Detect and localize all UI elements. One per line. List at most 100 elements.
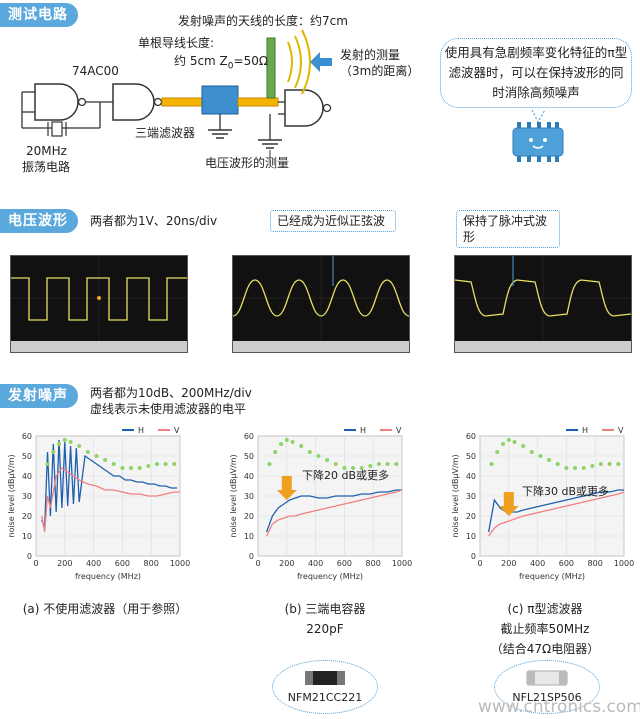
y-tick-label: 50 xyxy=(466,452,476,461)
crystal-icon xyxy=(51,121,63,137)
reference-point xyxy=(85,450,90,454)
antenna xyxy=(266,37,276,99)
three-terminal-filter xyxy=(201,85,239,115)
reference-point xyxy=(529,450,534,454)
x-axis-label: frequency (MHz) xyxy=(297,572,363,581)
callout-pulse: 保持了脉冲式波形 xyxy=(456,210,560,248)
caption-c-line3: （结合47Ω电阻器） xyxy=(490,642,600,656)
callout-sine: 已经成为近似正弦波 xyxy=(270,210,396,232)
y-axis-label: noise level (dBμV/m) xyxy=(451,454,460,537)
reference-point xyxy=(68,440,73,444)
radiation-label: 发射的测量 xyxy=(340,48,401,62)
reference-point xyxy=(342,466,347,470)
y-tick-label: 50 xyxy=(22,452,32,461)
series-line-V xyxy=(41,467,180,533)
y-tick-label: 10 xyxy=(244,532,254,541)
x-tick-label: 0 xyxy=(255,559,260,568)
y-tick-label: 60 xyxy=(466,432,476,441)
reference-point xyxy=(495,450,500,454)
x-tick-label: 600 xyxy=(559,559,574,568)
y-tick-label: 40 xyxy=(466,472,476,481)
scope-a xyxy=(10,255,188,353)
reference-point xyxy=(590,464,595,468)
series-line-H xyxy=(41,439,178,529)
series-line-V xyxy=(266,489,403,537)
y-tick-label: 20 xyxy=(466,512,476,521)
part-name-b: NFM21CC221 xyxy=(287,691,363,704)
x-tick-label: 600 xyxy=(337,559,352,568)
caption-b-line2: 220pF xyxy=(306,622,344,636)
annotation-c: 下降30 dB或更多 xyxy=(522,485,610,498)
x-axis-label: frequency (MHz) xyxy=(75,572,141,581)
chip-mascot-icon xyxy=(512,110,564,162)
section-tag-voltage: 电压波形 xyxy=(0,209,78,233)
legend-label-V: V xyxy=(174,426,180,435)
reference-point xyxy=(137,466,142,470)
x-tick-label: 400 xyxy=(530,559,545,568)
reference-point xyxy=(506,438,511,442)
antenna-length-label: 发射噪声的天线的长度：约7cm xyxy=(178,14,348,28)
reference-point xyxy=(146,464,151,468)
reference-point xyxy=(325,458,330,462)
x-tick-label: 800 xyxy=(588,559,603,568)
reference-point xyxy=(103,458,108,462)
osc-freq-label: 20MHz xyxy=(26,144,67,158)
reference-point xyxy=(129,466,134,470)
y-tick-label: 20 xyxy=(244,512,254,521)
legend-label-H: H xyxy=(582,426,588,435)
part-oval-b: NFM21CC221 xyxy=(272,660,378,714)
nand-gate-3 xyxy=(284,89,324,127)
reference-point xyxy=(77,444,82,448)
annotation-b: 下降20 dB或更多 xyxy=(302,469,390,482)
filter-label: 三端滤波器 xyxy=(135,126,196,140)
wire-length-label: 单根导线长度: xyxy=(138,36,215,50)
x-tick-label: 200 xyxy=(501,559,516,568)
nand-gate-1 xyxy=(34,83,79,121)
reference-point xyxy=(62,438,67,442)
y-tick-label: 40 xyxy=(244,472,254,481)
noise-scale-note: 两者都为10dB、200MHz/div xyxy=(90,386,252,400)
reference-point xyxy=(316,454,321,458)
x-tick-label: 200 xyxy=(57,559,72,568)
chip-label: 74AC00 xyxy=(72,64,119,78)
test-circuit-diagram xyxy=(21,29,332,158)
reference-point xyxy=(299,444,304,448)
reference-point xyxy=(512,440,517,444)
x-tick-label: 1000 xyxy=(392,559,412,568)
legend-label-H: H xyxy=(360,426,366,435)
x-tick-label: 200 xyxy=(279,559,294,568)
y-tick-label: 20 xyxy=(22,512,32,521)
wire-segment-1 xyxy=(161,97,203,107)
radiation-distance-label: （3m的距离） xyxy=(340,64,420,78)
y-tick-label: 60 xyxy=(22,432,32,441)
legend-label-H: H xyxy=(138,426,144,435)
x-tick-label: 0 xyxy=(33,559,38,568)
reference-point xyxy=(547,458,552,462)
reference-point xyxy=(376,462,381,466)
y-tick-label: 0 xyxy=(249,552,254,561)
x-axis-label: frequency (MHz) xyxy=(519,572,585,581)
y-tick-label: 0 xyxy=(27,552,32,561)
reference-point xyxy=(521,444,526,448)
reference-point xyxy=(394,462,399,466)
wire-impedance-tail: =50Ω xyxy=(233,54,269,68)
voltage-measure-label: 电压波形的测量 xyxy=(205,156,290,170)
reference-point xyxy=(267,462,272,466)
x-tick-label: 400 xyxy=(86,559,101,568)
reference-point xyxy=(94,454,99,458)
reference-point xyxy=(489,462,494,466)
y-tick-label: 30 xyxy=(466,492,476,501)
scope-c xyxy=(454,255,632,353)
reference-point xyxy=(385,462,390,466)
scope-b-statusbar xyxy=(233,341,409,352)
reference-point xyxy=(120,466,125,470)
reference-point xyxy=(564,466,569,470)
y-tick-label: 0 xyxy=(471,552,476,561)
x-tick-label: 0 xyxy=(477,559,482,568)
scope-a-trace xyxy=(11,256,187,341)
wire-impedance-label: 约 5cm Z0=50Ω xyxy=(174,54,268,74)
wire-segment-2 xyxy=(237,97,279,107)
